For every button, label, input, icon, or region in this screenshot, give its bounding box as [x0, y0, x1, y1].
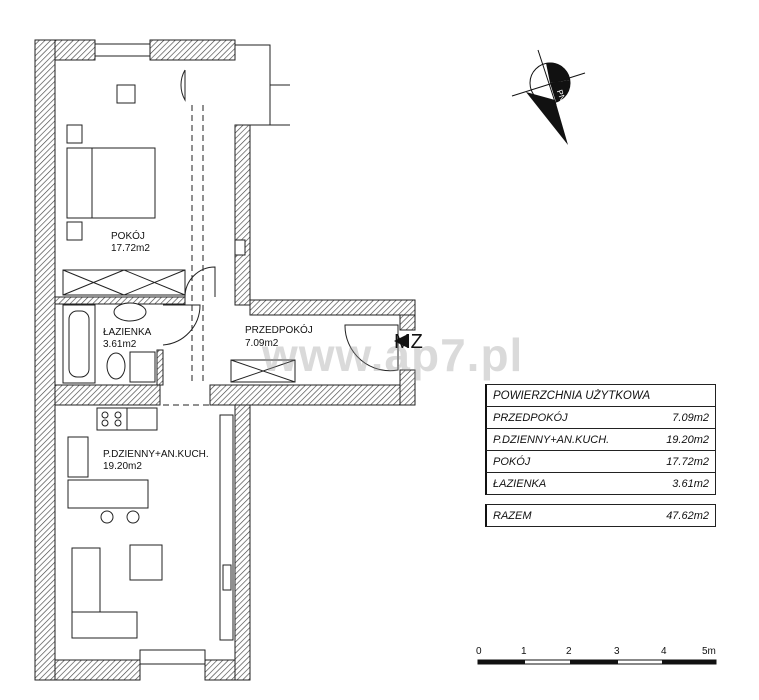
row-name: PRZEDPOKÓJ: [493, 411, 568, 424]
total-area: 47.62m2: [666, 509, 709, 522]
row-area: 17.72m2: [666, 455, 709, 468]
table-row: PRZEDPOKÓJ 7.09m2: [485, 406, 716, 429]
doors: [162, 69, 399, 372]
watermark: www.ap7.pl: [262, 329, 524, 381]
room-labels: POKÓJ 17.72m2 ŁAZIENKA 3.61m2 PRZEDPOKÓJ…: [103, 229, 313, 472]
compass-icon: PN: [511, 49, 586, 145]
scale-tick: 2: [566, 646, 572, 657]
table-row: ŁAZIENKA 3.61m2: [485, 472, 716, 495]
scale-tick: 3: [614, 646, 620, 657]
area-table-title: POWIERZCHNIA UŻYTKOWA: [493, 389, 651, 402]
scale-tick: 4: [661, 646, 667, 657]
row-name: P.DZIENNY+AN.KUCH.: [493, 433, 610, 446]
total-row: RAZEM 47.62m2: [485, 504, 716, 527]
row-name: ŁAZIENKA: [493, 477, 547, 490]
room-name-lazienka: ŁAZIENKA: [103, 327, 152, 338]
room-name-przedpokoj: PRZEDPOKÓJ: [245, 323, 313, 336]
row-name: POKÓJ: [493, 455, 531, 468]
room-area-lazienka: 3.61m2: [103, 339, 137, 350]
scale-tick: 1: [521, 646, 527, 657]
scale-tick: 0: [476, 646, 482, 657]
room-name-dzienny: P.DZIENNY+AN.KUCH.: [103, 449, 209, 460]
area-table: POWIERZCHNIA UŻYTKOWA PRZEDPOKÓJ 7.09m2 P…: [485, 384, 716, 527]
scale-bar: [477, 659, 717, 665]
compass-label: PN: [555, 89, 567, 103]
windows: [94, 43, 290, 665]
entrance-label: MZ: [394, 331, 423, 353]
scale-tick: 5m: [702, 646, 716, 657]
entrance-arrow-icon: [394, 334, 408, 348]
row-area: 7.09m2: [672, 411, 709, 424]
dashed-lines: [163, 105, 235, 406]
table-row: P.DZIENNY+AN.KUCH. 19.20m2: [485, 428, 716, 451]
table-row: POKÓJ 17.72m2: [485, 450, 716, 473]
room-area-dzienny: 19.20m2: [103, 461, 142, 472]
furniture: [62, 84, 296, 641]
room-area-przedpokoj: 7.09m2: [245, 338, 279, 349]
room-area-pokoj: 17.72m2: [111, 243, 150, 254]
total-name: RAZEM: [493, 509, 532, 522]
row-area: 19.20m2: [666, 433, 709, 446]
row-area: 3.61m2: [672, 477, 709, 490]
walls: [34, 39, 416, 681]
room-name-pokoj: POKÓJ: [111, 229, 145, 242]
area-table-title-row: POWIERZCHNIA UŻYTKOWA: [485, 384, 716, 407]
